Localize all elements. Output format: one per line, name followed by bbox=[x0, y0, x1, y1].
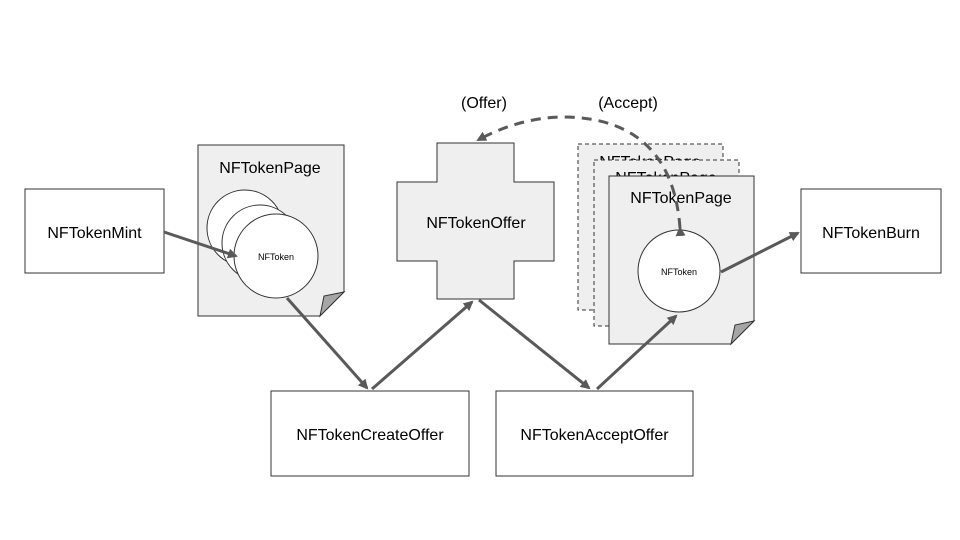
arrow-token-to-burn bbox=[720, 231, 800, 274]
arrow-accept-offer-to-token bbox=[595, 314, 678, 391]
nftoken-offer-label: NFTokenOffer bbox=[426, 215, 526, 232]
nftoken-right-label: NFToken bbox=[661, 267, 697, 277]
nftoken-accept-offer-box: NFTokenAcceptOffer bbox=[495, 390, 694, 477]
nftoken-offer-shape: NFTokenOffer bbox=[396, 142, 555, 300]
nftoken-burn-label: NFTokenBurn bbox=[822, 225, 920, 242]
nftoken-page-right: NFTokenPage NFToken bbox=[608, 175, 756, 346]
arrow-create-offer-to-offer bbox=[371, 300, 474, 391]
arrow-offer-to-accept-offer bbox=[478, 298, 591, 390]
nftoken-left-label: NFToken bbox=[258, 252, 294, 262]
offer-annotation: (Offer) bbox=[461, 95, 507, 112]
nftoken-page-left: NFTokenPage NFToken bbox=[197, 144, 346, 318]
arrow-mint-to-token bbox=[163, 230, 238, 259]
nftoken-create-offer-box: NFTokenCreateOffer bbox=[270, 390, 470, 477]
page-fold-icon bbox=[319, 291, 346, 318]
nftoken-page-right-label: NFTokenPage bbox=[630, 190, 731, 207]
page-fold-icon bbox=[730, 320, 756, 346]
arrow-dashed-offer-accept bbox=[476, 115, 686, 237]
nftoken-page-left-label: NFTokenPage bbox=[219, 160, 320, 177]
accept-annotation: (Accept) bbox=[598, 95, 658, 112]
arrow-token-to-create-offer bbox=[285, 297, 369, 390]
nftoken-burn-box: NFTokenBurn bbox=[800, 188, 942, 274]
nftoken-mint-box: NFTokenMint bbox=[24, 188, 165, 274]
nftoken-mint-label: NFTokenMint bbox=[47, 225, 142, 242]
nftoken-accept-offer-label: NFTokenAcceptOffer bbox=[520, 427, 669, 444]
nftoken-create-offer-label: NFTokenCreateOffer bbox=[296, 427, 444, 444]
